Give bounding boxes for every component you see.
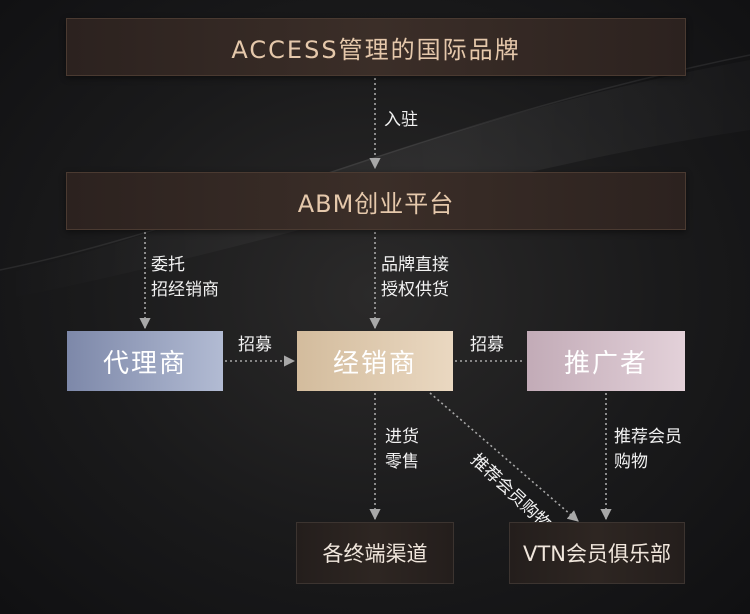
dealer-box: 经销商 xyxy=(297,331,453,391)
label-recommend: 推荐会员 购物 xyxy=(614,425,682,475)
label-entrust-line-1: 委托 xyxy=(151,255,185,275)
label-recruit-left: 招募 xyxy=(238,335,272,355)
platform-box: ABM创业平台 xyxy=(66,172,686,230)
promoter-box: 推广者 xyxy=(527,331,685,391)
label-entrust: 委托 招经销商 xyxy=(151,253,219,303)
label-recommend-line-1: 推荐会员 xyxy=(614,427,682,447)
agent-box: 代理商 xyxy=(67,331,223,391)
label-authorize-line-1: 品牌直接 xyxy=(381,255,449,275)
label-authorize-line-2: 授权供货 xyxy=(381,280,449,300)
label-authorize: 品牌直接 授权供货 xyxy=(381,253,449,303)
top-brand-box: ACCESS管理的国际品牌 xyxy=(66,18,686,76)
channels-box: 各终端渠道 xyxy=(296,522,454,584)
label-retail-line-1: 进货 xyxy=(385,427,419,447)
label-recommend-line-2: 购物 xyxy=(614,452,648,472)
background-swoosh-line xyxy=(0,54,750,271)
arrow-recommend-diagonal xyxy=(429,392,579,522)
label-retail: 进货 零售 xyxy=(385,425,419,475)
label-entrust-line-2: 招经销商 xyxy=(151,280,219,300)
label-recruit-right: 招募 xyxy=(470,335,504,355)
label-enter: 入驻 xyxy=(384,110,418,130)
label-retail-line-2: 零售 xyxy=(385,452,419,472)
vtn-club-box: VTN会员俱乐部 xyxy=(509,522,685,584)
connector-arrows xyxy=(139,78,612,522)
